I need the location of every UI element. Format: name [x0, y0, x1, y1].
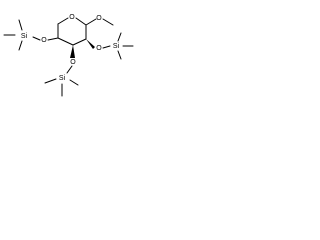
bond-o2-si-right [102, 45, 111, 49]
bond-si-left-me-up [18, 19, 23, 31]
bond-c3-c4 [57, 37, 74, 46]
atom-labels: O O O O O Si Si Si [21, 14, 120, 82]
o3-label: O [70, 59, 76, 66]
bond-c2-c3 [72, 38, 87, 46]
bond-c4-o4 [47, 37, 59, 41]
ring-oxygen-label: O [69, 14, 75, 21]
bond-methoxy-o-ch3 [102, 18, 114, 26]
methoxy-oxygen-label: O [96, 15, 102, 22]
bond-c1-methoxy-o [85, 18, 97, 26]
si-left-label: Si [21, 33, 28, 40]
bond-o4-si-left [32, 36, 41, 41]
si-right-label: Si [113, 43, 120, 50]
chemical-structure: O O O O O Si Si Si [3, 14, 134, 97]
substituent-bonds [3, 18, 134, 97]
bond-si-bottom-me-right [69, 79, 79, 86]
o2-label: O [96, 45, 102, 52]
bond-o-ring-c1 [75, 17, 87, 26]
ring-bonds [57, 17, 87, 46]
bond-si-right-me-up [117, 32, 122, 42]
si-bottom-label: Si [59, 75, 66, 82]
wedge-c2-o2 [86, 39, 95, 49]
bond-si-left-me-down [18, 40, 23, 51]
wedge-c3-o3 [70, 45, 75, 58]
bond-o3-si-bottom [66, 65, 73, 74]
bond-si-right-me-down [117, 50, 122, 60]
bond-si-bottom-me-left [44, 78, 57, 84]
bond-c5-o-ring [57, 17, 69, 25]
o4-label: O [41, 37, 47, 44]
